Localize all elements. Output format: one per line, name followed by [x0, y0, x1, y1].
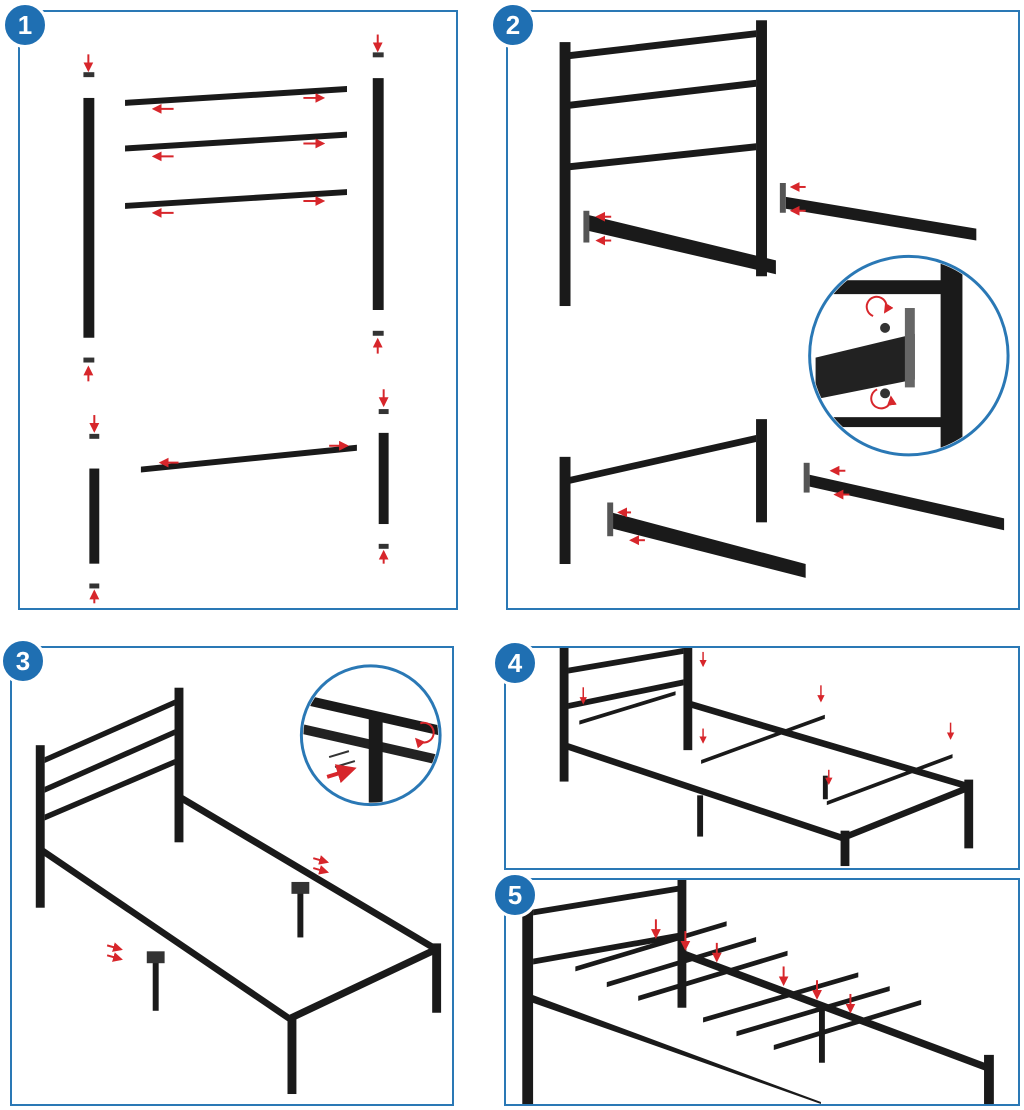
step-badge-2: 2: [490, 2, 536, 48]
right-lower-post: [378, 432, 389, 525]
footboard-right-leg: [432, 943, 442, 1013]
right-lower-cap-bottom: [378, 543, 389, 549]
left-upper-post: [83, 97, 95, 338]
step-badge-5: 5: [492, 872, 538, 918]
step-4-diagram: [559, 648, 974, 867]
left-lower-cap-top: [89, 433, 100, 439]
rail-bracket: [583, 210, 590, 243]
left-lower-cap-bottom: [89, 583, 100, 589]
slat: [736, 986, 890, 1037]
slat: [826, 754, 953, 806]
headboard-rail: [44, 729, 175, 793]
right-lower-cap-top: [378, 409, 389, 415]
headboard-left-post: [559, 42, 571, 307]
headboard-rail-3: [125, 189, 347, 209]
step-badge-4: 4: [492, 640, 538, 686]
arrow: [326, 764, 357, 784]
headboard-right-post: [683, 648, 693, 751]
rail-bracket: [779, 182, 786, 213]
arrow: [312, 855, 330, 865]
leg: [818, 1007, 825, 1063]
arrow: [312, 865, 330, 875]
headboard-rail: [568, 648, 684, 674]
step-1-panel: [18, 10, 458, 610]
side-rail-right-lower: [809, 474, 1005, 531]
step-5-panel: [504, 878, 1020, 1106]
headboard-left-post: [35, 745, 45, 908]
step-2-diagram: [559, 20, 1010, 578]
leg: [840, 830, 850, 867]
left-lower-post: [89, 468, 100, 564]
rail-bracket: [803, 462, 810, 493]
support-bracket: [291, 881, 310, 894]
leg: [984, 1054, 994, 1104]
footboard-right-post: [756, 419, 767, 523]
headboard-rail: [570, 30, 757, 59]
headboard-rail: [533, 885, 678, 916]
frame-left-rail: [530, 993, 821, 1104]
rail-bracket: [607, 502, 614, 537]
step-2-panel: [506, 10, 1020, 610]
step-4-panel: [504, 646, 1020, 870]
step-5-diagram: [522, 880, 994, 1104]
arrow: [106, 942, 123, 952]
slat: [638, 950, 788, 1001]
headboard-rail: [568, 679, 684, 709]
center-support-leg: [822, 775, 828, 800]
arrow: [106, 952, 123, 962]
footboard-rail: [140, 444, 357, 473]
headboard-rail: [570, 143, 757, 171]
frame-left-rail: [41, 846, 290, 1023]
right-upper-cap-bottom: [372, 330, 384, 336]
headboard-rail: [533, 933, 678, 965]
step-3-diagram: [35, 664, 442, 1095]
footboard-left-leg: [287, 1016, 297, 1095]
headboard-rail: [570, 79, 757, 109]
frame-left-rail: [565, 742, 843, 842]
support-bracket: [146, 951, 165, 964]
headboard-right-post: [174, 687, 184, 843]
slat: [701, 714, 825, 764]
step-1-diagram: [83, 34, 389, 604]
footboard-rail: [570, 435, 757, 484]
headboard-rail: [44, 699, 175, 764]
headboard-left-post: [559, 648, 569, 782]
zoom-detail: [303, 693, 439, 803]
headboard-rail-1: [125, 86, 347, 106]
step-badge-1: 1: [2, 2, 48, 48]
slat: [575, 921, 727, 972]
leg: [697, 795, 704, 837]
slat: [606, 936, 757, 988]
zoom-detail: [811, 258, 963, 453]
left-upper-cap-bottom: [83, 357, 95, 363]
frame-right-rail: [691, 701, 971, 791]
frame-right-rail: [182, 794, 437, 954]
slat: [773, 999, 922, 1050]
side-rail-right: [785, 196, 977, 241]
slat: [579, 691, 676, 725]
step-badge-3: 3: [0, 638, 46, 684]
headboard-right-post: [756, 20, 767, 277]
right-upper-cap-top: [372, 52, 384, 58]
slat: [703, 972, 859, 1023]
headboard-left-post: [522, 905, 534, 1104]
side-rail-left: [587, 214, 776, 275]
footboard-left-post: [559, 456, 571, 565]
side-rail-left-lower: [611, 512, 806, 578]
right-upper-post: [372, 78, 384, 310]
leg: [964, 779, 974, 849]
step-3-panel: [10, 646, 454, 1106]
left-upper-cap-top: [83, 72, 95, 78]
frame-foot-rail: [289, 945, 437, 1023]
frame-right-rail: [685, 950, 990, 1073]
center-support-leg: [297, 887, 304, 938]
center-support-leg: [152, 957, 159, 1011]
headboard-rail-2: [125, 131, 347, 152]
frame-foot-rail: [842, 783, 971, 842]
headboard-rail: [44, 759, 175, 821]
